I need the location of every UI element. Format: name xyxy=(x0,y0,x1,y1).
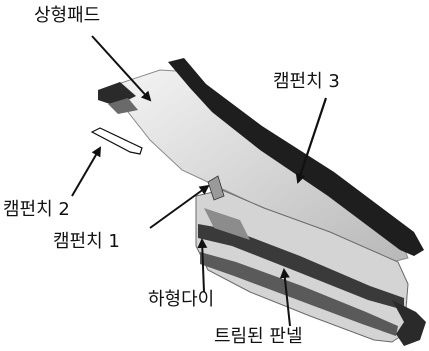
cam-punch-2-label: 캠펀치 2 xyxy=(3,199,70,220)
arrow-cam-punch-1 xyxy=(149,184,210,229)
cam-punch-1-label: 캠펀치 1 xyxy=(53,231,120,252)
upper-pad-label: 상형패드 xyxy=(34,5,101,26)
lower-die-band-2 xyxy=(200,252,398,336)
cam-punch-2-shape xyxy=(90,127,143,155)
upper-pad-fragment-2 xyxy=(108,98,138,114)
lower-die-band-1 xyxy=(198,224,404,310)
cam-punch-3-label: 캠펀치 3 xyxy=(273,71,340,92)
arrow-trimmed-panel xyxy=(279,268,291,327)
cam-punch-1-shape xyxy=(207,175,225,201)
lower-die-texture xyxy=(204,208,250,240)
trimmed-panel-shape xyxy=(392,300,426,346)
arrow-cam-punch-3 xyxy=(295,97,328,184)
trimmed-panel-label: 트림된 판넬 xyxy=(214,326,303,347)
cam-punch-3-shape xyxy=(168,58,424,256)
lower-die-label: 하형다이 xyxy=(148,289,215,310)
arrow-lower-die xyxy=(197,238,208,293)
arrow-upper-pad xyxy=(91,35,152,102)
arrow-cam-punch-2 xyxy=(71,146,102,197)
